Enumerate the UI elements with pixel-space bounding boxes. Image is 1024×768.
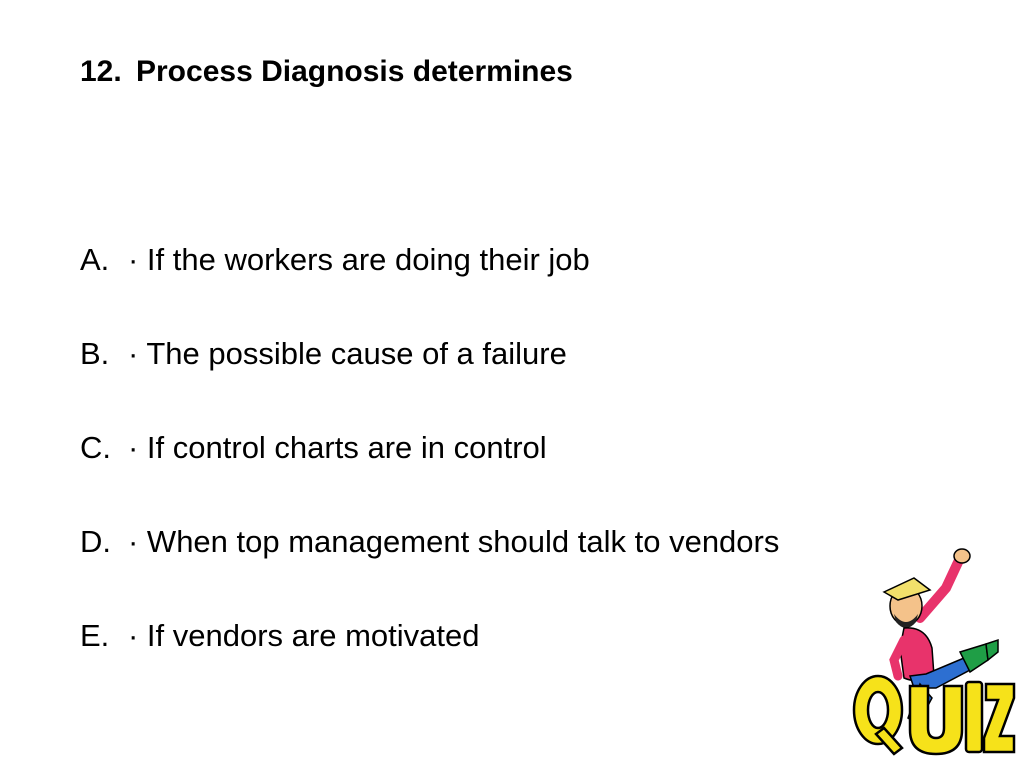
option-text: · If the workers are doing their job [128,242,590,277]
option-text: · When top management should talk to ven… [128,524,780,559]
quiz-character-clipart [852,548,1016,756]
question-text: Process Diagnosis determines [136,55,573,88]
question-number: 12. [80,55,122,88]
question-title: 12. Process Diagnosis determines [80,55,573,89]
option-text: · The possible cause of a failure [128,336,567,371]
option-letter: C. [80,430,111,465]
option-text: · If vendors are motivated [128,618,480,653]
option-letter: D. [80,524,111,559]
option-letter: A. [80,242,110,277]
option-letter: E. [80,618,110,653]
option-text: · If control charts are in control [128,430,547,465]
option-letter: B. [80,336,110,371]
